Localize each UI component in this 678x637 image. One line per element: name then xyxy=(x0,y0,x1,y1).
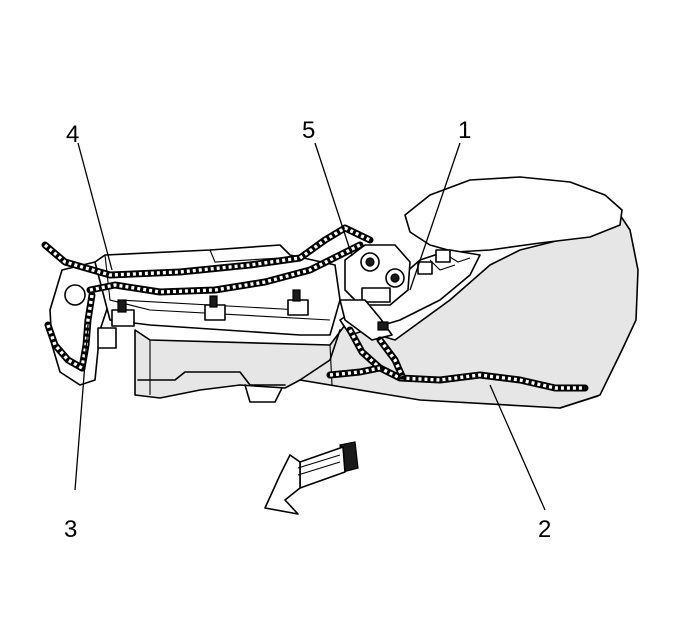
leader-1 xyxy=(409,142,461,291)
front-panel-hole xyxy=(64,284,86,306)
connector-rear xyxy=(287,299,309,316)
harness-upper-front xyxy=(41,224,374,279)
callout-2: 2 xyxy=(538,516,551,543)
connector-front-tab xyxy=(117,299,127,313)
connector-middle-tab xyxy=(209,295,218,308)
leader-3 xyxy=(74,324,89,491)
switch-connector xyxy=(361,287,391,303)
front-clip-block xyxy=(97,327,117,349)
wiring-harness xyxy=(41,224,589,392)
leader-5 xyxy=(314,142,353,257)
callout-4: 4 xyxy=(66,121,79,148)
callout-3: 3 xyxy=(64,516,77,543)
shifter-switch-area xyxy=(339,244,451,341)
connector-rear-tab xyxy=(292,289,301,302)
leader-4 xyxy=(77,142,113,271)
front-direction-arrow-icon xyxy=(264,441,359,515)
leader-2 xyxy=(489,384,546,511)
console-lower-body xyxy=(134,214,639,409)
callout-5: 5 xyxy=(302,117,315,144)
callout-labels: 1 2 3 4 5 xyxy=(64,117,551,543)
leader-lines xyxy=(74,142,546,511)
console-armrest xyxy=(404,176,623,253)
callout-1: 1 xyxy=(458,117,471,144)
